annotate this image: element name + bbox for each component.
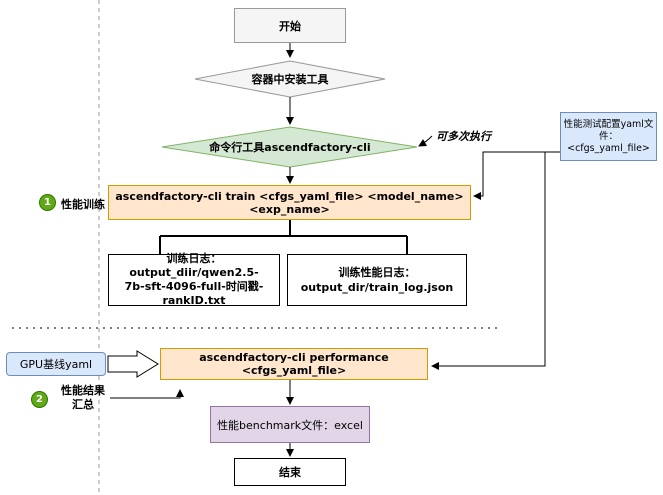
- step-1-number: 1: [44, 197, 51, 208]
- step-2-number: 2: [36, 394, 43, 405]
- config-line3: <cfgs_yaml_file>: [567, 142, 650, 154]
- config-node: 性能测试配置yaml文 件： <cfgs_yaml_file>: [560, 112, 657, 161]
- repeat-note: 可多次执行: [436, 128, 491, 144]
- arrow-repeat-loop: [418, 135, 433, 147]
- config-line2: 件：: [598, 130, 618, 142]
- train-log-line3: rankID.txt: [162, 294, 226, 307]
- perf-log-line2: output_dir/train_log.json: [300, 281, 454, 294]
- train-command-line2: <exp_name>: [249, 202, 330, 216]
- step-1-text: 性能训练: [61, 198, 105, 211]
- arrow-config-perf: [431, 152, 546, 370]
- step-1-label: 性能训练: [61, 196, 105, 212]
- perf-command-node: ascendfactory-cli performance <cfgs_yaml…: [160, 348, 428, 380]
- install-label: 容器中安装工具: [251, 73, 329, 86]
- start-label: 开始: [279, 19, 301, 33]
- train-command-line1: ascendfactory-cli train <cfgs_yaml_file>…: [115, 189, 464, 203]
- train-command-node: ascendfactory-cli train <cfgs_yaml_file>…: [108, 185, 471, 220]
- end-node: 结束: [234, 458, 346, 486]
- train-log-line1: 训练日志：output_diir/qwen2.5-: [129, 252, 259, 279]
- perf-log-line1: 训练性能日志：: [338, 266, 416, 279]
- config-line1: 性能测试配置yaml文: [563, 118, 654, 130]
- excel-node: 性能benchmark文件：excel: [210, 406, 370, 443]
- arrow-step2-perf: [110, 389, 184, 399]
- start-node: 开始: [234, 8, 346, 43]
- cli-label: 命令行工具ascendfactory-cli: [209, 141, 371, 154]
- train-log-line2: 7b-sft-4096-full-时间戳-: [124, 280, 264, 293]
- excel-label: 性能benchmark文件：excel: [217, 418, 363, 432]
- install-node: 容器中安装工具: [205, 70, 375, 88]
- gpu-baseline-label: GPU基线yaml: [19, 358, 93, 371]
- cli-node: 命令行工具ascendfactory-cli: [170, 138, 410, 156]
- train-log-node: 训练日志：output_diir/qwen2.5- 7b-sft-4096-fu…: [108, 252, 280, 307]
- step-2-line1: 性能结果: [61, 384, 105, 397]
- gpu-baseline-node: GPU基线yaml: [6, 352, 106, 376]
- repeat-note-label: 可多次执行: [436, 130, 491, 143]
- arrow-config-train: [473, 151, 561, 200]
- perf-command-label: ascendfactory-cli performance <cfgs_yaml…: [199, 351, 389, 377]
- step-2-label: 性能结果 汇总: [55, 384, 111, 412]
- end-label: 结束: [279, 466, 301, 479]
- step-2-badge: 2: [31, 391, 48, 408]
- perf-log-node: 训练性能日志： output_dir/train_log.json: [287, 254, 467, 306]
- step-2-line2: 汇总: [72, 398, 94, 411]
- step-1-badge: 1: [39, 194, 56, 211]
- arrow-gpu-perf: [107, 350, 159, 378]
